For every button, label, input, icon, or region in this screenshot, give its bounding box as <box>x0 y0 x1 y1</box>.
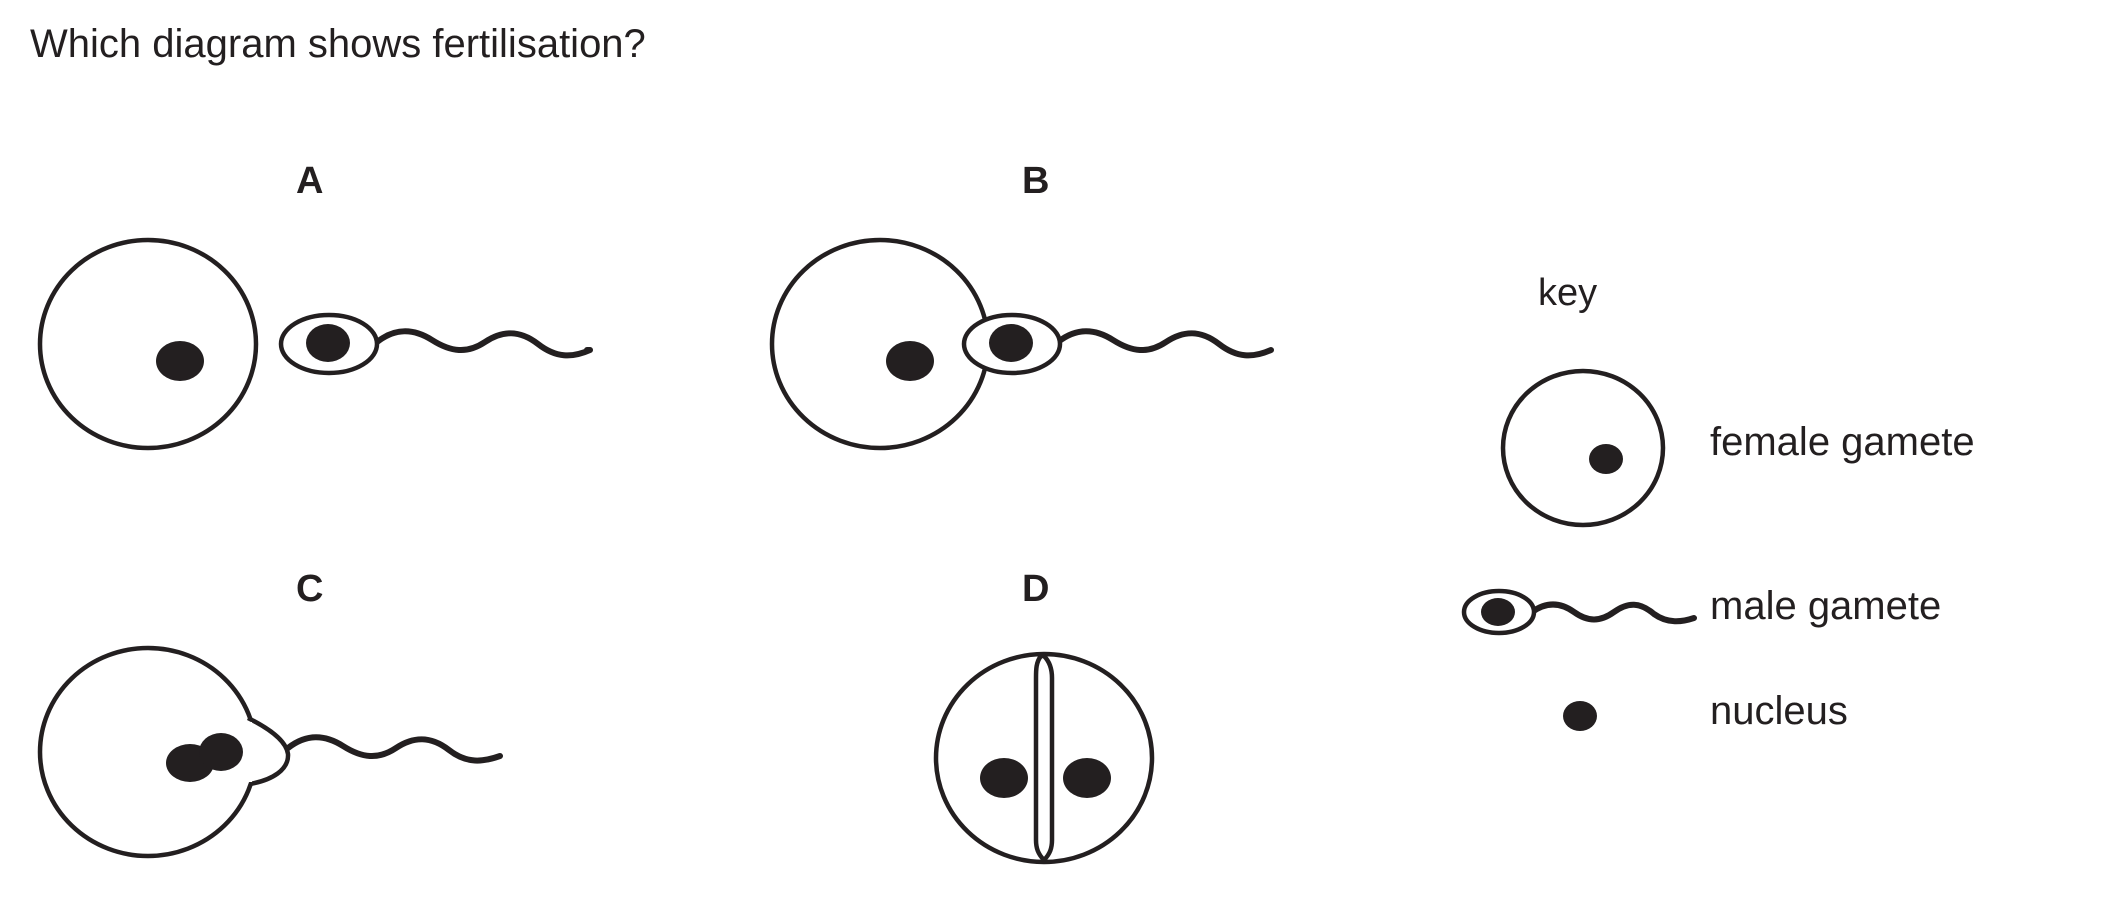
sperm-tail-b <box>1055 328 1274 359</box>
diagram-b <box>769 237 1274 451</box>
sperm-nucleus-a <box>306 324 350 362</box>
diagram-c <box>37 645 503 859</box>
egg-cell-b <box>769 237 991 451</box>
cell-division-d <box>1033 653 1055 864</box>
key-label-nucleus: nucleus <box>1710 689 1848 733</box>
egg-cell-a <box>37 237 259 451</box>
option-b-label: B <box>1022 160 1050 202</box>
key-nucleus-icon <box>1563 701 1597 731</box>
key-label-male-gamete: male gamete <box>1710 584 1942 628</box>
key-male-nucleus <box>1481 598 1515 626</box>
option-c-label: C <box>296 568 324 610</box>
sperm-tail-c <box>285 734 503 764</box>
key-label-female-gamete: female gamete <box>1710 420 1975 464</box>
nucleus-left-d <box>980 758 1028 798</box>
sperm-nucleus-c <box>199 733 243 771</box>
question-text: Which diagram shows fertilisation? <box>30 22 646 66</box>
key-female-nucleus <box>1589 444 1623 474</box>
sperm-tail-a <box>374 328 593 359</box>
key-title: key <box>1538 272 1598 314</box>
key-symbols <box>1461 368 1697 731</box>
diagram-a <box>37 237 593 451</box>
diagram-d <box>933 651 1155 865</box>
cone-mask-c <box>240 722 252 782</box>
key-female-gamete-icon <box>1500 368 1666 528</box>
fertilisation-cone-c <box>246 715 291 787</box>
nucleus-right-d <box>1063 758 1111 798</box>
key-male-tail <box>1529 601 1697 625</box>
egg-nucleus-a <box>156 341 204 381</box>
option-a-label: A <box>296 160 324 202</box>
sperm-nucleus-b <box>989 324 1033 362</box>
egg-nucleus-b <box>886 341 934 381</box>
option-d-label: D <box>1022 568 1050 610</box>
